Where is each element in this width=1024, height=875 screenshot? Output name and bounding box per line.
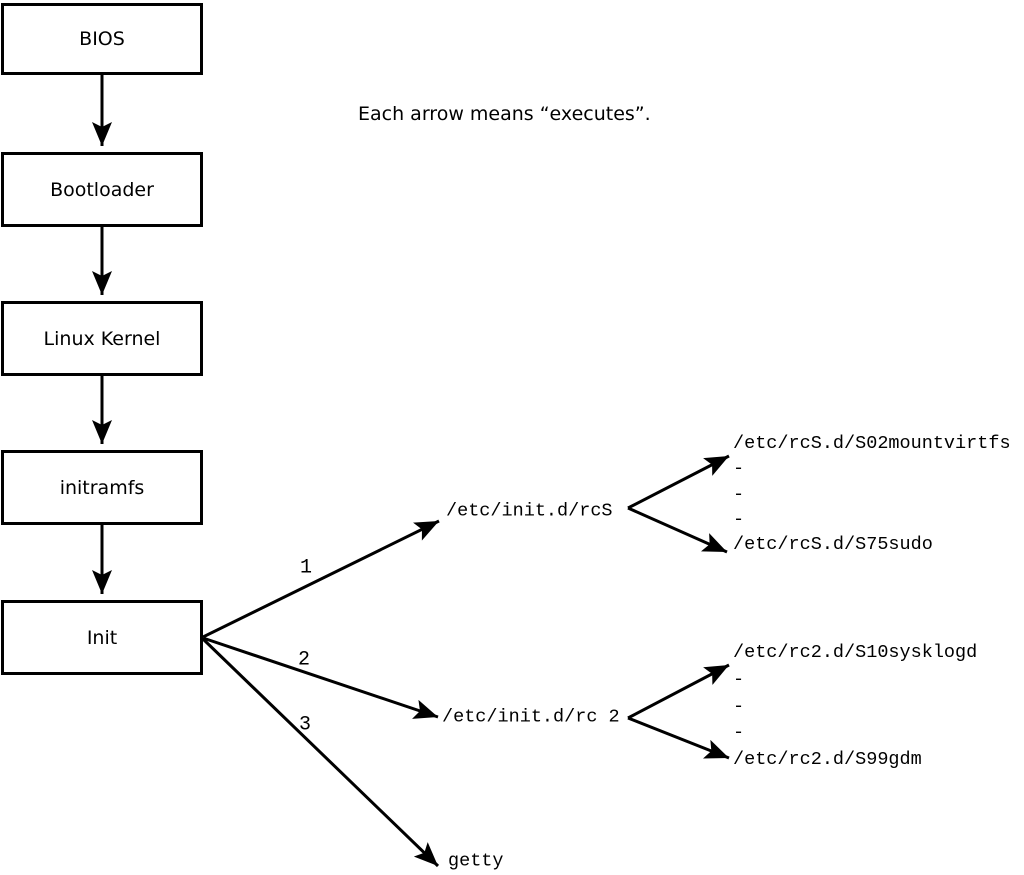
fork-rc2-lower-arrow — [627, 716, 730, 760]
box-initramfs-label: initramfs — [59, 476, 145, 499]
branch-2-target: /etc/init.d/rc 2 — [442, 706, 620, 728]
list-item: - — [733, 458, 745, 480]
arrow-init-to-rc2 — [202, 636, 439, 719]
box-bios: BIOS — [1, 3, 203, 75]
box-bootloader: Bootloader — [1, 152, 203, 227]
branch-1-target: /etc/init.d/rcS — [446, 500, 613, 522]
box-bios-label: BIOS — [79, 28, 125, 50]
list-item: - — [733, 508, 745, 530]
list-item: - — [733, 668, 745, 690]
box-linux-kernel-label: Linux Kernel — [43, 327, 161, 350]
box-init-label: Init — [86, 626, 118, 649]
list-item: /etc/rc2.d/S99gdm — [733, 749, 922, 770]
branch-1-number: 1 — [299, 556, 313, 580]
list-item: /etc/rc2.d/S10sysklogd — [733, 642, 978, 663]
fork-rc2-upper-arrow — [627, 663, 730, 720]
box-init: Init — [1, 600, 203, 675]
fork-rcs-lower-arrow — [627, 506, 728, 554]
branch-3-number: 3 — [298, 713, 312, 737]
arrow-init-to-getty — [201, 637, 440, 868]
list-item: - — [733, 722, 745, 744]
rc2-script-list: /etc/rc2.d/S10sysklogd - - - /etc/rc2.d/… — [733, 640, 977, 774]
fork-rcs-upper-arrow — [627, 454, 730, 510]
branch-2-number: 2 — [297, 648, 311, 672]
rcs-script-list: /etc/rcS.d/S02mountvirtfs - - - /etc/rcS… — [733, 431, 1011, 557]
branch-3-target: getty — [448, 850, 504, 872]
list-item: /etc/rcS.d/S02mountvirtfs — [733, 433, 1011, 454]
annotation: Each arrow means “executes”. — [358, 103, 651, 125]
box-linux-kernel: Linux Kernel — [1, 301, 203, 376]
box-bootloader-label: Bootloader — [50, 178, 154, 201]
arrow-init-to-rcs — [202, 519, 440, 639]
list-item: - — [733, 483, 745, 505]
list-item: - — [733, 695, 745, 717]
box-initramfs: initramfs — [1, 450, 203, 525]
list-item: /etc/rcS.d/S75sudo — [733, 534, 933, 555]
